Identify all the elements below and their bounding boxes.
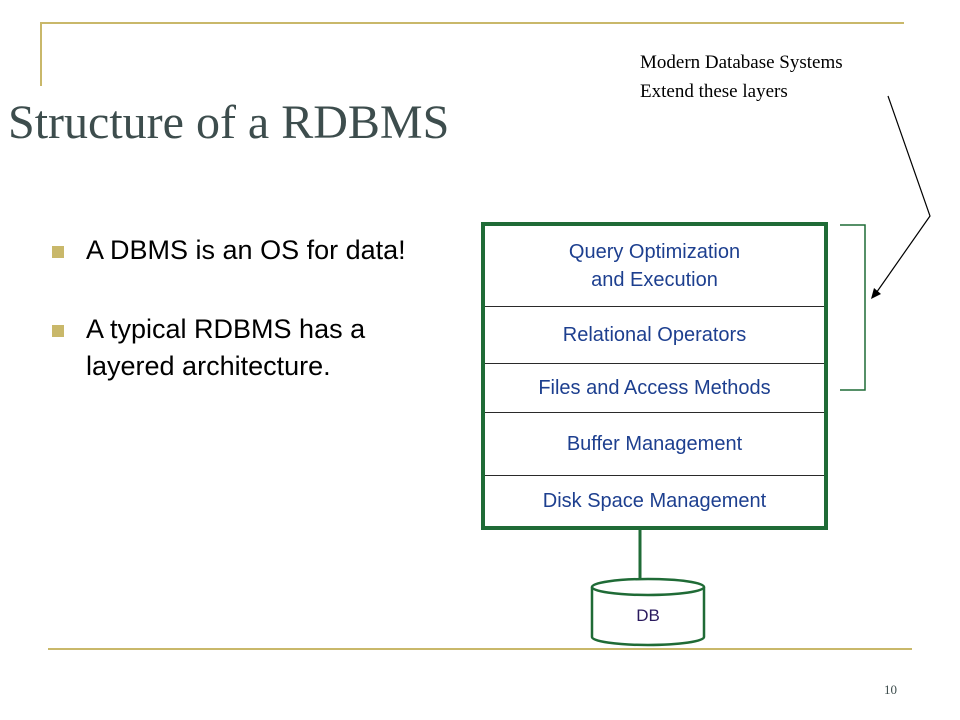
bullet-text: A DBMS is an OS for data! [86,235,406,265]
layer-label: Buffer Management [566,433,743,455]
layer-bracket [840,224,866,391]
layer-label: and Execution [591,269,718,291]
bottom-rule [48,648,912,650]
layer-label: Relational Operators [562,324,747,346]
layer-files-access-methods: Files and Access Methods [485,364,824,413]
bullet-list: A DBMS is an OS for data! A typical RDBM… [52,232,452,427]
square-bullet-icon [52,325,64,337]
arrow-head-icon [871,288,881,299]
left-rule [40,22,42,86]
bullet-item: A DBMS is an OS for data! [52,232,452,269]
bullet-item: A typical RDBMS has a layered architectu… [52,311,452,385]
callout-arrow-line [873,95,931,297]
square-bullet-icon [52,246,64,258]
page-number: 10 [884,682,897,697]
annotation-line: Modern Database Systems [640,52,843,73]
db-label: DB [636,606,660,625]
layer-label: Disk Space Management [542,490,767,512]
bullet-text: A typical RDBMS has a layered architectu… [86,314,366,381]
slide-title: Structure of a RDBMS [8,96,450,149]
annotation-line: Extend these layers [640,81,788,102]
layer-label: Files and Access Methods [538,377,771,399]
layer-label: Query Optimization [568,241,741,263]
layer-disk-space-management: Disk Space Management [485,476,824,526]
top-rule [40,22,904,24]
layer-stack: Query Optimization and Execution Relatio… [481,222,828,530]
annotation-note: Modern Database Systems Extend these lay… [640,48,843,106]
layer-buffer-management: Buffer Management [485,413,824,476]
layer-query-optimization: Query Optimization and Execution [485,226,824,307]
layer-relational-operators: Relational Operators [485,307,824,364]
